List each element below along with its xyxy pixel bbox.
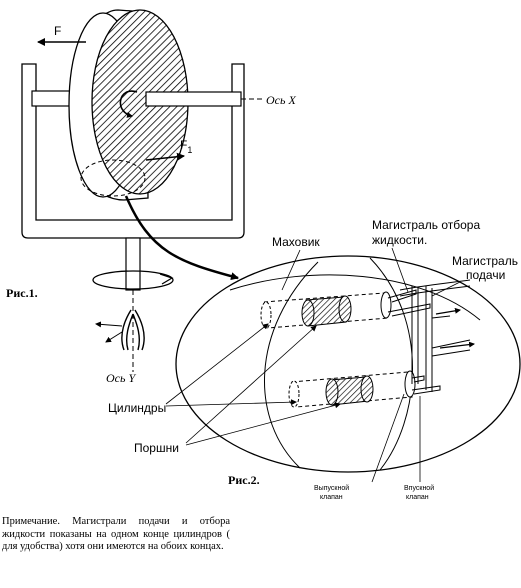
label-exhaust-valve-1: Выпускной [314, 484, 349, 492]
shaft-fork [121, 309, 145, 351]
shaft-rotation [92, 270, 174, 290]
connector-arrow [124, 195, 239, 281]
manifold-pipes [387, 279, 471, 395]
cylinder-upper [260, 291, 392, 329]
axis-y-label: Ось Y [106, 371, 136, 385]
flywheel-section [175, 255, 521, 473]
axle-x-right [145, 91, 242, 107]
label-cylinders: Цилиндры [108, 401, 166, 415]
axis-x-label: Ось X [266, 93, 296, 107]
force-f1-arrow [145, 152, 185, 161]
label-intake-valve-2: клапан [406, 494, 429, 501]
fig1-gyroscope: Ось X F F1 Ось Y Рис.1. [6, 9, 296, 385]
label-outlet-main-2: жидкости. [372, 233, 427, 247]
fig1-caption: Рис.1. [6, 286, 38, 300]
rotation-arrow [119, 90, 138, 118]
force-f1-label: F1 [180, 138, 192, 155]
label-supply-main-2: подачи [466, 268, 505, 282]
fig2-detail: Маховик Магистраль отбора жидкости. Маги… [108, 218, 521, 501]
label-intake-valve-1: Впускной [404, 484, 434, 492]
label-pistons: Поршни [134, 441, 179, 455]
label-flywheel: Маховик [272, 235, 320, 249]
label-exhaust-valve-2: клапан [320, 494, 343, 501]
label-supply-main-1: Магистраль [452, 254, 518, 268]
force-f-label: F [54, 24, 61, 38]
footnote: Примечание. Магистрали подачи и отбора ж… [2, 516, 230, 552]
cylinder-lower [288, 370, 416, 408]
fig2-caption: Рис.2. [228, 473, 260, 487]
zoom-ellipse [80, 159, 146, 197]
gimbal-frame [21, 63, 245, 239]
label-outlet-main-1: Магистраль отбора [372, 218, 480, 232]
shaft-y [125, 237, 141, 291]
